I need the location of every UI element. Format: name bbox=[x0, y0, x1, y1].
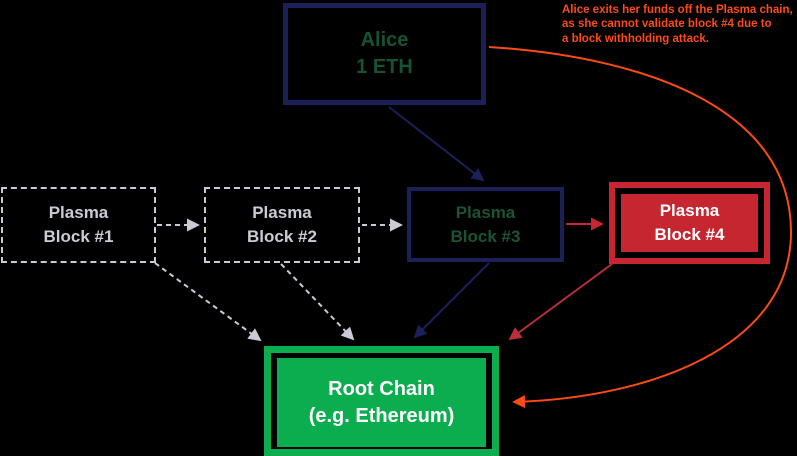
plasma-block-1-label-line1: Plasma bbox=[48, 203, 109, 222]
plasma-block-3-node: Plasma Block #3 bbox=[407, 187, 564, 262]
plasma-block-1-label-line2: Block #1 bbox=[43, 227, 114, 246]
exit-annotation-line2: as she cannot validate block #4 due to bbox=[562, 18, 772, 31]
plasma-block-4-label-line1: Plasma bbox=[659, 201, 720, 220]
alice-amount: 1 ETH bbox=[356, 56, 413, 78]
root-chain-node: Root Chain (e.g. Ethereum) bbox=[264, 346, 499, 456]
plasma-block-2-label-line1: Plasma bbox=[252, 203, 312, 222]
plasma-block-2-node: Plasma Block #2 bbox=[204, 187, 360, 263]
alice-label: Alice bbox=[360, 29, 409, 51]
edge-block4-rootchain bbox=[508, 263, 613, 341]
exit-annotation: Alice exits her funds off the Plasma cha… bbox=[562, 3, 797, 46]
plasma-block-1-node: Plasma Block #1 bbox=[1, 187, 156, 263]
plasma-block-4-inner: Plasma Block #4 bbox=[621, 194, 758, 252]
plasma-block-4-node: Plasma Block #4 bbox=[609, 182, 770, 264]
edge-block2-rootchain bbox=[280, 263, 355, 341]
alice-node: Alice 1 ETH bbox=[283, 3, 486, 105]
edge-block3-rootchain bbox=[413, 262, 490, 339]
root-chain-inner: Root Chain (e.g. Ethereum) bbox=[277, 358, 486, 447]
plasma-block-3-label-line2: Block #3 bbox=[450, 226, 521, 246]
exit-annotation-line3: a block withholding attack. bbox=[562, 32, 709, 45]
plasma-block-2-label-line2: Block #2 bbox=[247, 227, 317, 246]
root-chain-label-line2: (e.g. Ethereum) bbox=[308, 404, 455, 427]
edge-block1-rootchain bbox=[154, 262, 262, 342]
root-chain-label-line1: Root Chain bbox=[328, 377, 435, 400]
exit-annotation-line1: Alice exits her funds off the Plasma cha… bbox=[562, 4, 793, 16]
plasma-block-4-label-line2: Block #4 bbox=[654, 225, 725, 244]
edge-alice-block3 bbox=[388, 106, 485, 182]
plasma-block-3-label-line1: Plasma bbox=[455, 202, 516, 222]
